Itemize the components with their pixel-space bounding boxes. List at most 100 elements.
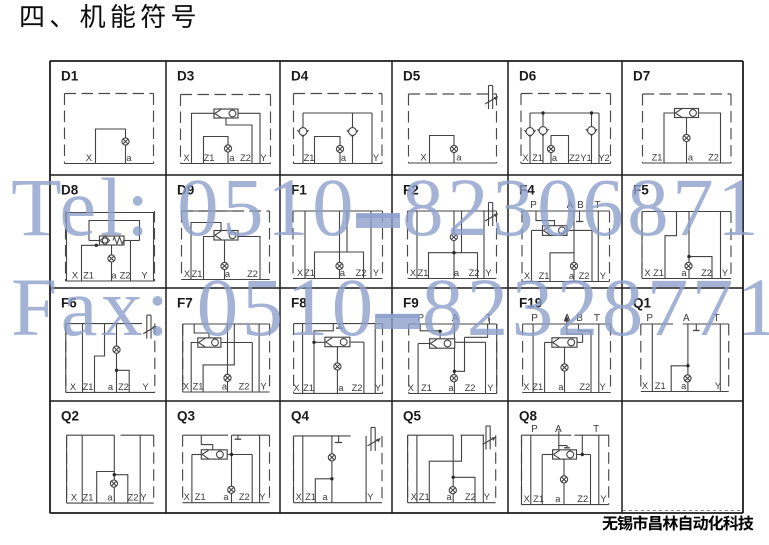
port-label: Y [259,492,265,502]
port-label: Z1 [532,382,543,392]
top-port-label: P [531,313,538,324]
pipe-line [670,365,688,392]
check-ball-icon [102,237,108,244]
pipe-line [202,235,214,280]
junction-dot-icon [114,368,119,372]
pipe-line [313,251,365,279]
junction-dot-icon [541,111,545,115]
port-label: Z1 [204,153,215,163]
shuttle-ball-icon [557,226,566,235]
cell-id-label: F19 [519,296,542,311]
orifice-cross-line [449,487,456,494]
cell-id-label: Q2 [61,409,79,424]
port-label: Z1 [193,381,204,391]
shuttle-seat-line [325,341,333,347]
shuttle-valve-body [551,337,578,348]
port-label: a [222,381,228,391]
shuttle-ball-icon [228,109,237,118]
relief-arrowhead-icon [491,436,496,441]
port-label: Y [600,271,606,281]
orifice-cross-line [336,263,343,269]
port-label: Z1 [83,270,94,280]
shuttle-seat-line [674,112,683,118]
port-label: a [555,494,561,504]
orifice-cross-line [225,145,231,152]
shuttle-ball-icon [228,231,237,240]
cell-id-label: Q5 [403,409,422,424]
shuttle-valve-body [673,107,700,119]
port-label: X [86,153,92,163]
shuttle-seat-line [214,230,222,236]
top-port-label: P [417,313,424,324]
port-label: Z2 [579,271,590,281]
junction-dot-icon [451,475,455,479]
port-label: a [341,153,347,163]
check-ball-icon [348,127,357,136]
pipe-line [202,324,235,392]
shuttle-ball-icon [215,450,224,459]
port-label: Z1 [304,153,315,163]
port-label: a [126,153,132,163]
port-label: Z2 [247,269,258,279]
port-label: a [569,271,575,281]
junction-dot-icon [94,243,98,247]
junction-dot-icon [312,340,316,344]
orifice-cross-line [561,476,567,483]
relief-arrowhead-icon [376,438,381,443]
pipe-line [190,221,222,280]
port-label: X [420,152,426,162]
port-label: Y [599,382,605,392]
junction-dot-icon [229,452,234,457]
cell-id-label: Q4 [291,409,310,424]
check-ball-icon [298,127,308,136]
cell-id-label: D7 [633,69,650,84]
cjk-glyph [738,515,754,531]
port-label: X [71,493,77,503]
cell-id-label: F5 [633,183,649,198]
top-port-label: B [576,313,583,324]
top-port-label: T [593,424,599,435]
page-title [21,3,195,28]
pipe-line [238,235,261,280]
junction-dot-icon [589,111,594,115]
port-label: a [338,383,344,393]
port-label: Y [487,383,493,393]
port-label: a [688,152,694,162]
orifice-cross-line [122,138,129,145]
port-label: Z2 [239,492,250,502]
cell-id-label: D5 [403,69,421,84]
orifice-cross-line [224,374,231,381]
cjk-glyph [723,515,739,531]
pipe-line [428,435,463,503]
shuttle-seat-line [430,343,438,349]
port-label: X [522,153,528,163]
shuttle-seat-line [542,230,551,236]
port-label: X [524,271,530,281]
junction-dot-icon [687,254,691,259]
cjk-glyph [50,20,59,28]
port-label: X [524,494,530,504]
orifice-cross-line [337,146,343,152]
port-label: Z1 [533,494,544,504]
port-label: Z1 [653,268,664,278]
cell-id-label: F7 [177,296,193,311]
pipe-line [116,369,130,393]
port-label: Y [141,270,147,280]
port-label: Z1 [655,381,666,391]
port-label: Z1 [305,492,316,502]
top-port-label: A [683,313,690,324]
shuttle-seat-line [198,342,206,348]
port-label: X [642,381,648,391]
junction-dot-icon [112,473,116,477]
orifice-cross-line [113,346,120,353]
port-label: Z1 [421,383,432,393]
shuttle-seat-line [214,234,222,240]
